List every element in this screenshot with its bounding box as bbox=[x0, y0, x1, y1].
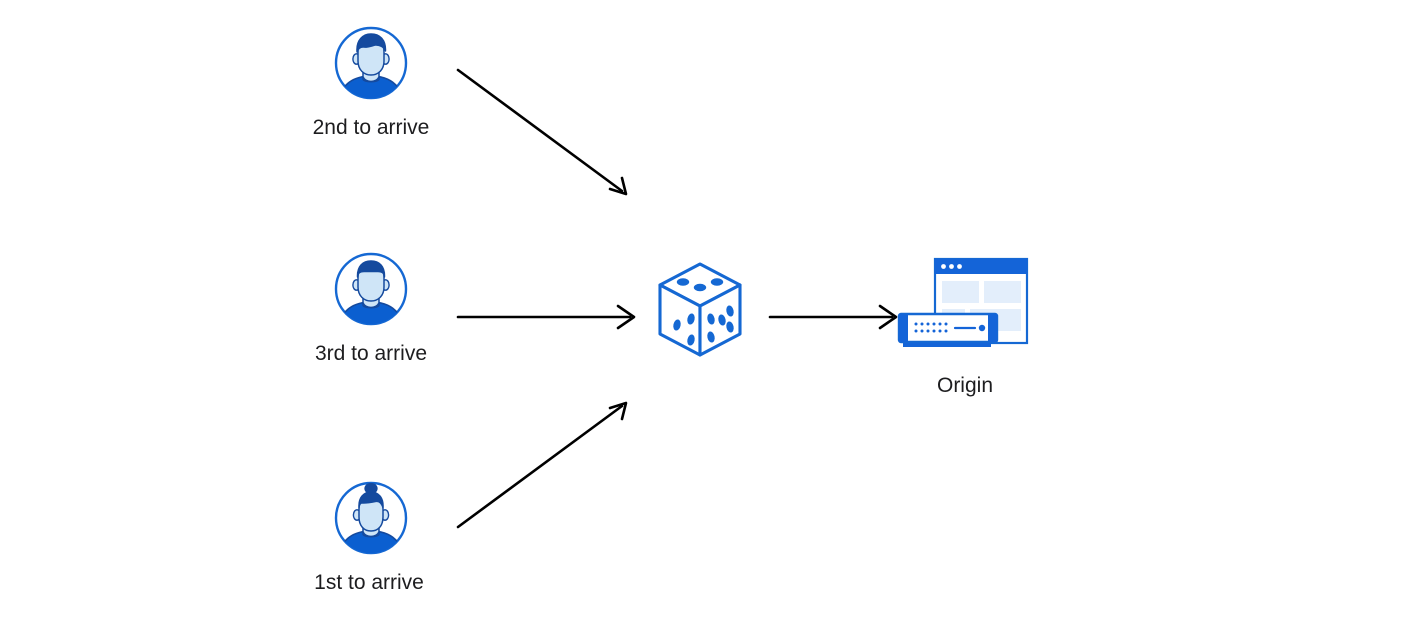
origin-server-browser-icon bbox=[895, 255, 1029, 355]
user-avatar-short-hair-icon bbox=[333, 25, 409, 101]
user-avatar-flat-hair-icon bbox=[333, 251, 409, 327]
node-visitor-2nd-label: 2nd to arrive bbox=[312, 116, 430, 139]
edge-dice-to-origin bbox=[768, 304, 898, 330]
node-visitor-3rd-label: 3rd to arrive bbox=[314, 342, 428, 365]
server-device bbox=[897, 312, 999, 347]
node-origin-label: Origin bbox=[936, 374, 994, 397]
dice-cube-icon bbox=[652, 258, 748, 362]
edge-3rd-to-dice bbox=[456, 304, 636, 330]
edge-2nd-to-dice bbox=[456, 68, 628, 196]
edge-1st-to-dice bbox=[456, 401, 628, 529]
user-avatar-bun-hair-icon bbox=[333, 480, 409, 556]
node-visitor-1st-label: 1st to arrive bbox=[314, 571, 424, 594]
